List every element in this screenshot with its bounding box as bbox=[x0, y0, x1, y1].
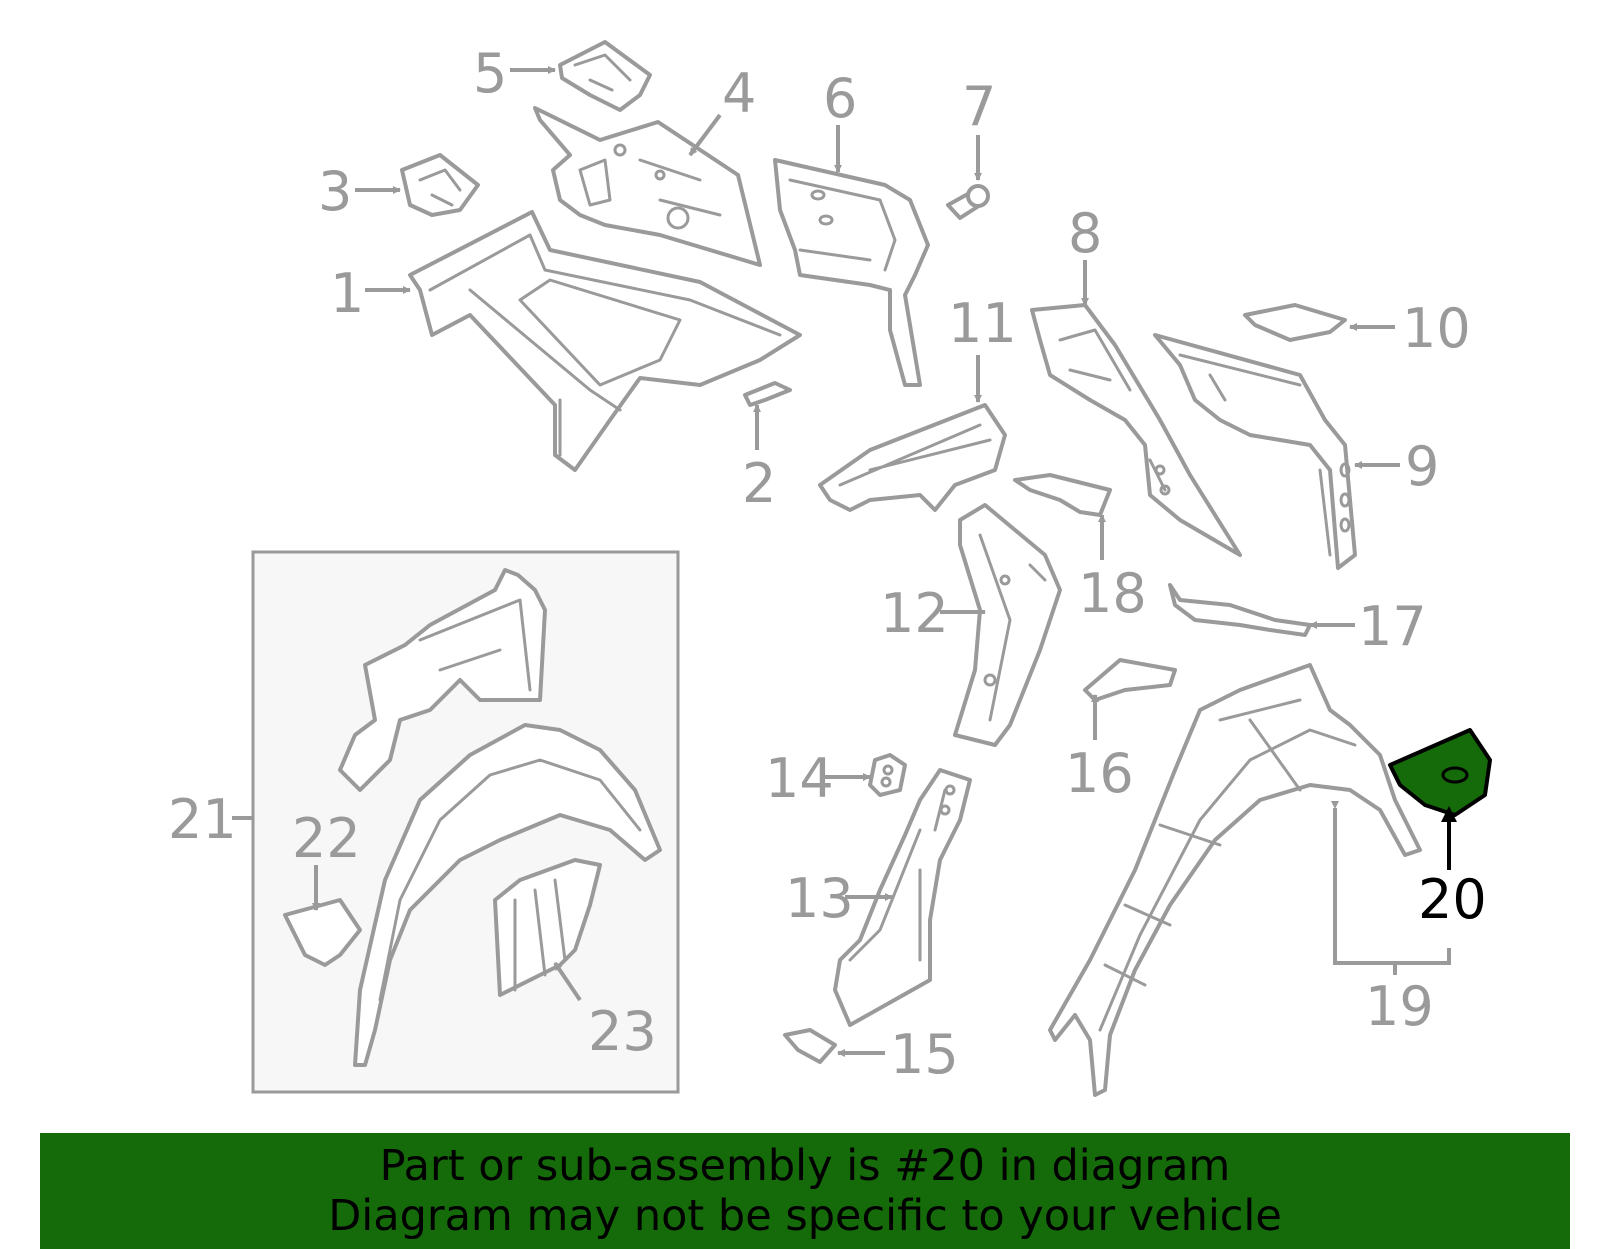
callout-arrows bbox=[232, 66, 1451, 1057]
callout-arrow-20 bbox=[1441, 806, 1457, 870]
part-13[interactable] bbox=[833, 768, 972, 1027]
callout-number-8[interactable]: 8 bbox=[1068, 202, 1102, 265]
callout-number-1[interactable]: 1 bbox=[330, 262, 364, 325]
callout-number-17[interactable]: 17 bbox=[1358, 595, 1427, 658]
callout-number-13[interactable]: 13 bbox=[785, 867, 854, 930]
callout-number-11[interactable]: 11 bbox=[948, 292, 1017, 355]
callout-number-7[interactable]: 7 bbox=[962, 75, 996, 138]
parts-diagram: 1 2 3 4 5 6 7 8 9 10 11 12 13 14 15 16 1… bbox=[168, 40, 1492, 1097]
part-14[interactable] bbox=[868, 753, 907, 797]
part-23[interactable] bbox=[493, 858, 602, 997]
callout-number-9[interactable]: 9 bbox=[1405, 435, 1439, 498]
callout-number-2[interactable]: 2 bbox=[742, 452, 776, 515]
callout-number-22[interactable]: 22 bbox=[292, 807, 361, 870]
part-19[interactable] bbox=[1048, 663, 1422, 1097]
part-2[interactable] bbox=[743, 381, 792, 407]
callout-number-23[interactable]: 23 bbox=[588, 1000, 657, 1063]
callout-number-19[interactable]: 19 bbox=[1365, 975, 1434, 1038]
banner-line-2: Diagram may not be specific to your vehi… bbox=[328, 1191, 1282, 1241]
part-21-upper[interactable] bbox=[338, 568, 547, 792]
part-1[interactable] bbox=[408, 210, 802, 472]
part-22[interactable] bbox=[283, 898, 362, 967]
part-9[interactable] bbox=[1153, 333, 1357, 570]
part-20[interactable] bbox=[1388, 728, 1492, 817]
part-5[interactable] bbox=[558, 40, 652, 112]
callout-number-20[interactable]: 20 bbox=[1418, 868, 1487, 931]
callout-number-15[interactable]: 15 bbox=[890, 1023, 959, 1086]
callout-number-21[interactable]: 21 bbox=[168, 788, 237, 851]
part-8[interactable] bbox=[1030, 303, 1242, 557]
part-16[interactable] bbox=[1083, 658, 1177, 702]
callout-number-10[interactable]: 10 bbox=[1402, 297, 1471, 360]
part-11[interactable] bbox=[818, 403, 1007, 512]
part-3[interactable] bbox=[400, 153, 480, 217]
callout-number-18[interactable]: 18 bbox=[1078, 562, 1147, 625]
info-banner: Part or sub-assembly is #20 in diagram D… bbox=[40, 1133, 1570, 1249]
part-15[interactable] bbox=[783, 1028, 837, 1064]
part-7[interactable] bbox=[946, 184, 990, 220]
part-4[interactable] bbox=[533, 106, 762, 267]
part-12[interactable] bbox=[953, 503, 1062, 747]
part-18[interactable] bbox=[1013, 473, 1112, 517]
callout-number-4[interactable]: 4 bbox=[722, 62, 756, 125]
callout-number-14[interactable]: 14 bbox=[765, 747, 834, 810]
callout-number-6[interactable]: 6 bbox=[823, 67, 857, 130]
part-21-lower[interactable] bbox=[353, 723, 662, 1067]
banner-line-1: Part or sub-assembly is #20 in diagram bbox=[379, 1141, 1231, 1191]
callout-number-12[interactable]: 12 bbox=[880, 582, 949, 645]
part-10[interactable] bbox=[1243, 303, 1347, 342]
callout-number-5[interactable]: 5 bbox=[473, 42, 507, 105]
callout-number-3[interactable]: 3 bbox=[318, 160, 352, 223]
part-17[interactable] bbox=[1168, 583, 1312, 637]
callout-number-16[interactable]: 16 bbox=[1065, 742, 1134, 805]
callout-numbers: 1 2 3 4 5 6 7 8 9 10 11 12 13 14 15 16 1… bbox=[168, 42, 1487, 1086]
part-6[interactable] bbox=[773, 158, 930, 387]
